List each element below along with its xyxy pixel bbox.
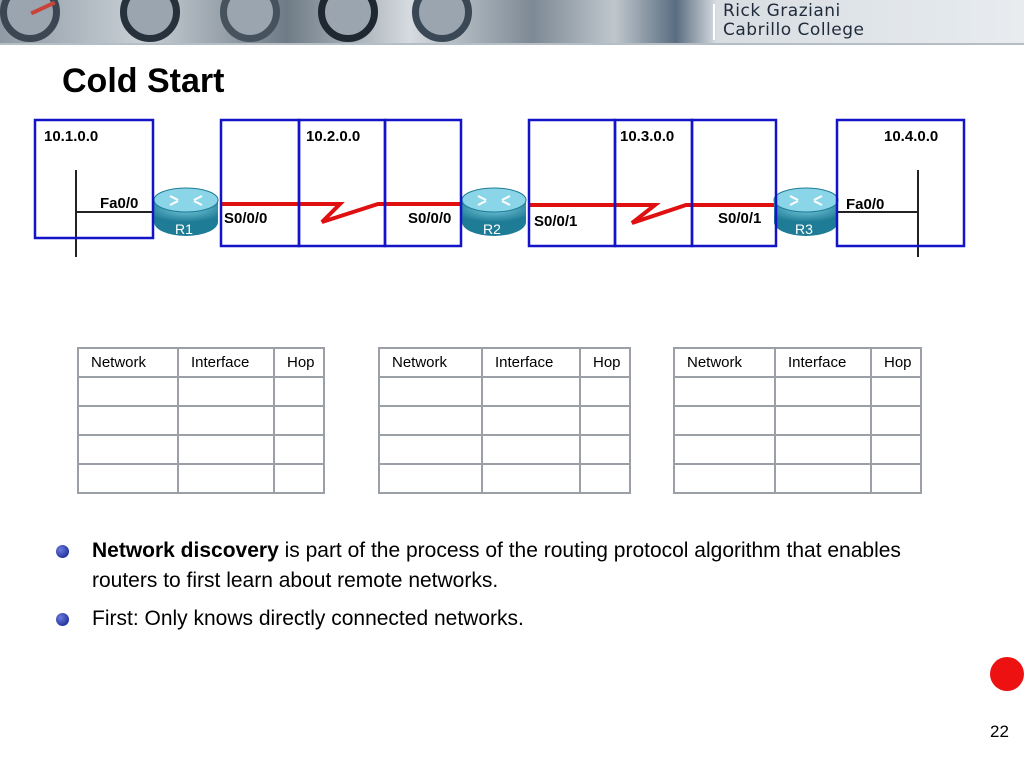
routing-table-r1: Network Interface Hop: [77, 347, 325, 494]
router-r3: [773, 187, 839, 236]
interface-label-r1-fa00: Fa0/0: [100, 195, 138, 212]
column-header-interface: Interface: [177, 347, 275, 378]
interface-box-r1-s000: [219, 118, 301, 248]
interface-label-r2-s000: S0/0/0: [408, 210, 451, 227]
header-banner: Rick Graziani Cabrillo College: [0, 0, 1024, 45]
routing-table-r2: Network Interface Hop: [378, 347, 631, 494]
bullet-bold-term: Network discovery: [92, 539, 279, 562]
bullet-icon: [56, 545, 69, 558]
router-r2: [461, 187, 527, 236]
router-r3-label: R3: [795, 221, 813, 237]
table-row: [378, 376, 631, 407]
interface-label-r2-s001: S0/0/1: [534, 213, 577, 230]
banner-decoration: [412, 0, 472, 42]
bullet-icon: [56, 613, 69, 626]
network-box-1: [33, 118, 155, 240]
router-r2-label: R2: [483, 221, 501, 237]
network-label-1: 10.1.0.0: [44, 128, 98, 145]
slide-title: Cold Start: [62, 62, 225, 100]
table-row: [378, 405, 631, 436]
page-number: 22: [990, 722, 1009, 741]
record-indicator-icon: [990, 657, 1024, 691]
banner-divider: [713, 4, 715, 40]
table-row: [673, 434, 922, 465]
router-r1: [153, 187, 219, 236]
serial-link-r2-r3: [530, 203, 790, 225]
bullet-item: Network discovery is part of the process…: [52, 536, 952, 596]
column-header-hop: Hop: [579, 347, 631, 378]
table-row: [378, 434, 631, 465]
bullet-text: First: Only knows directly connected net…: [92, 607, 524, 630]
column-header-interface: Interface: [481, 347, 581, 378]
column-header-network: Network: [77, 347, 179, 378]
network-box-4: [835, 118, 966, 248]
table-row: [673, 463, 922, 494]
table-row: [77, 376, 325, 407]
interface-box-r2-s000: [383, 118, 463, 248]
table-row: [673, 376, 922, 407]
banner-author: Rick Graziani Cabrillo College: [723, 2, 864, 40]
network-label-3: 10.3.0.0: [620, 128, 674, 145]
bullet-list: Network discovery is part of the process…: [52, 536, 952, 642]
interface-label-r1-s000: S0/0/0: [224, 210, 267, 227]
table-row: [378, 463, 631, 494]
table-row: [77, 405, 325, 436]
column-header-interface: Interface: [774, 347, 872, 378]
router-r1-label: R1: [175, 221, 193, 237]
network-label-2: 10.2.0.0: [306, 128, 360, 145]
interface-box-r3-s001: [690, 118, 778, 248]
routing-table-r3: Network Interface Hop: [673, 347, 922, 494]
banner-author-name: Rick Graziani: [723, 1, 841, 21]
interface-label-r3-fa00: Fa0/0: [846, 196, 884, 213]
bullet-text: is part of the process of the routing pr…: [92, 539, 901, 592]
network-diagram: R1 R2 R3 10.1.0.0 10.2.0.0 10.3.0.0 10.4…: [33, 118, 966, 257]
table-row: [77, 434, 325, 465]
bullet-item: First: Only knows directly connected net…: [52, 604, 952, 634]
column-header-network: Network: [673, 347, 776, 378]
interface-label-r3-s001: S0/0/1: [718, 210, 761, 227]
serial-link-r1-r2: [222, 202, 465, 224]
network-label-4: 10.4.0.0: [884, 128, 938, 145]
column-header-hop: Hop: [273, 347, 325, 378]
column-header-network: Network: [378, 347, 483, 378]
column-header-hop: Hop: [870, 347, 922, 378]
table-row: [673, 405, 922, 436]
table-row: [77, 463, 325, 494]
banner-college: Cabrillo College: [723, 20, 865, 40]
banner-decoration: [220, 0, 280, 42]
